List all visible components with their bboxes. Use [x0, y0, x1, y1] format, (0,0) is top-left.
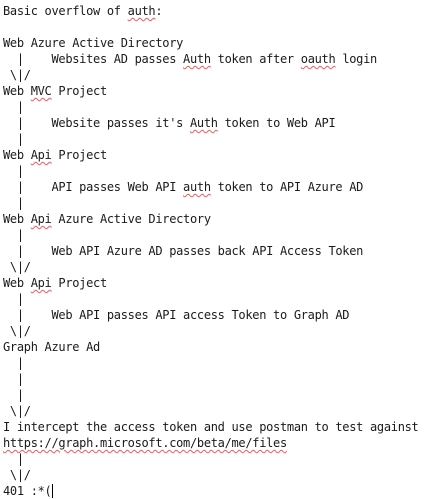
text-run: Project: [51, 84, 107, 98]
text-run: \|/: [3, 260, 31, 274]
text-line[interactable]: 401 :*(: [3, 483, 429, 499]
text-run: Web: [3, 276, 31, 290]
text-run: Project: [51, 276, 107, 290]
text-run: Project: [51, 148, 107, 162]
text-run: | Web API Azure AD passes back API Acces…: [3, 244, 364, 258]
text-run: Web: [3, 212, 31, 226]
text-run: |: [3, 228, 24, 242]
spellcheck-flagged-word: Api: [30, 212, 52, 226]
text-line[interactable]: | API passes Web API auth token to API A…: [3, 179, 429, 195]
text-run: token to Web API: [217, 116, 336, 130]
text-line[interactable]: |: [3, 99, 429, 115]
text-line[interactable]: | Web API passes API access Token to Gra…: [3, 307, 429, 323]
text-line[interactable]: |: [3, 163, 429, 179]
text-line[interactable]: \|/: [3, 467, 429, 483]
text-line[interactable]: | Web API Azure AD passes back API Acces…: [3, 243, 429, 259]
text-run: | API passes Web API: [3, 180, 184, 194]
text-line[interactable]: |: [3, 371, 429, 387]
text-run: Azure Active Directory: [51, 212, 211, 226]
text-run: | Web API passes API access Token to Gra…: [3, 308, 350, 322]
text-run: |: [3, 388, 24, 402]
text-line[interactable]: I intercept the access token and use pos…: [3, 419, 429, 435]
text-run: I intercept the access token and use pos…: [3, 420, 419, 434]
text-run: \|/: [3, 68, 31, 82]
spellcheck-flagged-word: auth: [127, 4, 156, 18]
text-run: Web: [3, 148, 31, 162]
text-run: | Websites AD passes: [3, 52, 184, 66]
text-line[interactable]: \|/: [3, 259, 429, 275]
text-run: \|/: [3, 468, 31, 482]
spellcheck-flagged-word: Api: [30, 148, 52, 162]
spellcheck-flagged-word: Api: [30, 276, 52, 290]
text-line[interactable]: \|/: [3, 403, 429, 419]
text-run: |: [3, 132, 24, 146]
text-run: login: [335, 52, 377, 66]
text-run: |: [3, 100, 24, 114]
text-line[interactable]: Web Api Project: [3, 275, 429, 291]
text-line[interactable]: |: [3, 451, 429, 467]
spellcheck-flagged-word: MVC: [30, 84, 52, 98]
text-run: |: [3, 292, 24, 306]
text-run: |: [3, 372, 24, 386]
text-line[interactable]: |: [3, 387, 429, 403]
text-run: Web Azure Active Directory: [3, 36, 184, 50]
text-run: |: [3, 452, 24, 466]
text-line[interactable]: Web Api Azure Active Directory: [3, 211, 429, 227]
text-line[interactable]: \|/: [3, 67, 429, 83]
text-line[interactable]: | Website passes it's Auth token to Web …: [3, 115, 429, 131]
text-caret: [52, 484, 54, 498]
text-run: | Website passes it's: [3, 116, 190, 130]
text-line[interactable]: Basic overflow of auth:: [3, 3, 429, 19]
spellcheck-flagged-word: Auth: [189, 116, 218, 130]
spellcheck-flagged-word: auth: [183, 180, 211, 194]
text-run: Basic overflow of: [3, 4, 128, 18]
text-line[interactable]: [3, 19, 429, 35]
text-line[interactable]: Web MVC Project: [3, 83, 429, 99]
text-line[interactable]: \|/: [3, 323, 429, 339]
text-line[interactable]: | Websites AD passes Auth token after oa…: [3, 51, 429, 67]
text-run: Graph Azure Ad: [3, 340, 100, 354]
text-run: \|/: [3, 324, 31, 338]
text-line[interactable]: |: [3, 355, 429, 371]
text-line[interactable]: |: [3, 291, 429, 307]
text-run: :: [155, 4, 163, 18]
text-run: |: [3, 196, 24, 210]
text-line[interactable]: https://graph.microsoft.com/beta/me/file…: [3, 435, 429, 451]
text-run: Web: [3, 84, 31, 98]
text-run: token to API Azure AD: [210, 180, 364, 194]
text-line[interactable]: |: [3, 195, 429, 211]
text-line[interactable]: Web Azure Active Directory: [3, 35, 429, 51]
text-run: token after: [210, 52, 301, 66]
spellcheck-flagged-word: oauth: [300, 52, 336, 66]
text-run: |: [3, 356, 24, 370]
spellcheck-flagged-word: Auth: [183, 52, 211, 66]
text-run: 401 :*(: [3, 484, 52, 498]
text-line[interactable]: Web Api Project: [3, 147, 429, 163]
text-run: \|/: [3, 404, 31, 418]
text-editor[interactable]: Basic overflow of auth: Web Azure Active …: [3, 3, 429, 498]
text-line[interactable]: |: [3, 131, 429, 147]
text-run: |: [3, 164, 24, 178]
spellcheck-flagged-word: https://graph.microsoft.com/beta/me/file…: [3, 436, 287, 450]
text-line[interactable]: |: [3, 227, 429, 243]
text-line[interactable]: Graph Azure Ad: [3, 339, 429, 355]
